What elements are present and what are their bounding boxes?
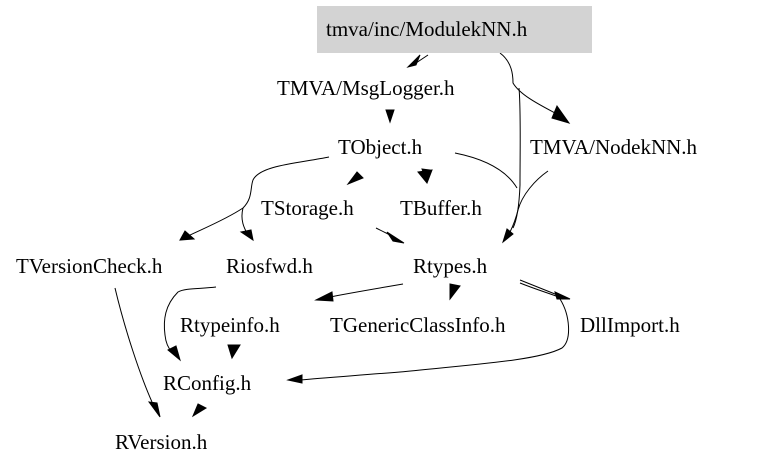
- edge-root-nodeknn: [499, 52, 556, 114]
- edge-tobject-rtypes: [454, 152, 518, 189]
- node-dllimport[interactable]: DllImport.h: [580, 313, 680, 337]
- node-rconfig[interactable]: RConfig.h: [163, 371, 252, 395]
- node-rtypes[interactable]: Rtypes.h: [413, 254, 488, 278]
- node-tobject[interactable]: TObject.h: [338, 135, 423, 159]
- node-rversion[interactable]: RVersion.h: [115, 430, 208, 454]
- edge-root-msglogger: [415, 54, 429, 64]
- edge-msglogger-tobject-arrowhead: [385, 109, 395, 124]
- edge-riosfwd-rconfig: [163, 286, 217, 353]
- node-tgenericclassinfo[interactable]: TGenericClassInfo.h: [330, 313, 506, 337]
- edge-root-rtypes: [512, 87, 521, 229]
- edge-nodeknn-rtypes: [509, 170, 549, 233]
- node-tstorage[interactable]: TStorage.h: [261, 196, 354, 220]
- node-root[interactable]: tmva/inc/ModulekNN.h: [326, 17, 528, 41]
- node-msglogger[interactable]: TMVA/MsgLogger.h: [277, 76, 455, 100]
- edge-riosfwd-rconfig-arrowhead: [167, 345, 181, 362]
- node-rtypeinfo[interactable]: Rtypeinfo.h: [180, 313, 280, 337]
- edge-tversioncheck-rversion: [114, 287, 153, 403]
- edge-rtypes-dllimport: [519, 279, 561, 297]
- edge-tobject-tbuffer-arrowhead-2: [421, 168, 431, 182]
- root-node[interactable]: [317, 6, 592, 53]
- edge-tversioncheck-rversion-arrowhead: [147, 401, 161, 418]
- edge-rtypes-in-arrowhead: [502, 228, 514, 244]
- node-nodeknn[interactable]: TMVA/NodekNN.h: [530, 135, 698, 159]
- edge-rtypes-dllimport-2: [519, 282, 557, 297]
- node-tversioncheck[interactable]: TVersionCheck.h: [16, 254, 163, 278]
- edge-root-nodeknn-arrowhead: [551, 104, 571, 124]
- edge-rtypes-tgenericclassinfo-arrowhead: [449, 283, 461, 301]
- node-tbuffer[interactable]: TBuffer.h: [400, 196, 482, 220]
- edge-tobject-tversioncheck: [187, 156, 330, 237]
- edge-tobject-riosfwd-arrowhead: [239, 229, 254, 242]
- edge-rtypes-rtypeinfo-arrowhead: [314, 291, 334, 302]
- edge-rtypeinfo-rconfig-arrowhead: [227, 344, 241, 360]
- edge-rtypes-rconfig: [299, 298, 569, 381]
- edge-root-msglogger-arrowhead: [406, 54, 421, 68]
- edge-rtypes-rtypeinfo: [329, 283, 404, 298]
- edge-rconfig-rversion-arrowhead: [191, 403, 208, 418]
- edge-tstorage-rtypes-arrowhead: [386, 231, 405, 244]
- edge-rtypes-rconfig-arrowhead: [286, 374, 303, 384]
- node-riosfwd[interactable]: Riosfwd.h: [226, 254, 313, 278]
- edge-rtypes-dllimport-arrowhead: [554, 291, 571, 300]
- edge-tobject-tversioncheck-arrowhead: [179, 230, 196, 241]
- edge-tobject-tstorage-arrowhead: [346, 171, 364, 186]
